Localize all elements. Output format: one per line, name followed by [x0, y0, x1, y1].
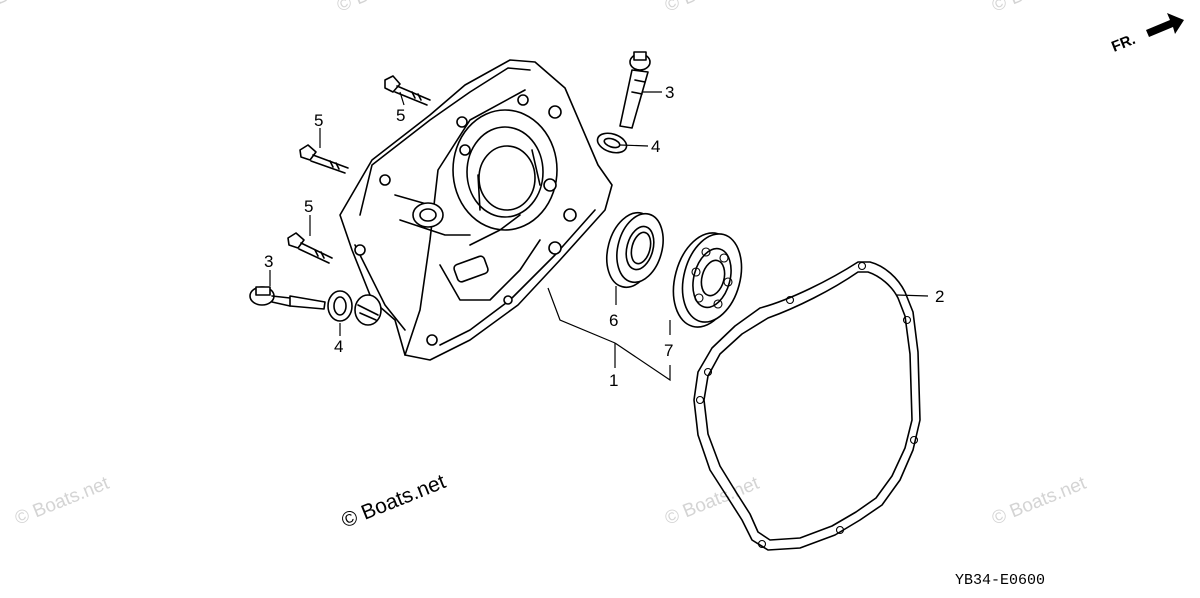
flange-bolt-lower	[287, 232, 333, 264]
watermark: © Boats.net	[662, 473, 763, 530]
callout-3-top: 3	[665, 83, 674, 102]
callout-4-left: 4	[334, 337, 343, 356]
callout-5-middle: 5	[314, 111, 323, 130]
watermark: © Boats.net	[12, 473, 113, 530]
leader-lines	[269, 91, 929, 382]
callout-1: 1	[609, 371, 618, 390]
front-arrow-icon	[1146, 13, 1184, 37]
drain-plug-left	[249, 286, 326, 310]
sealing-washer-top	[596, 132, 628, 154]
front-label: FR.	[1109, 31, 1138, 56]
oil-seal	[606, 211, 664, 289]
watermark: © Boats.net	[0, 0, 75, 17]
flange-bolt-top	[384, 75, 431, 106]
callout-5-lower: 5	[304, 197, 313, 216]
callouts: 1 2 3 3 4 4 5 5 5 6 7	[264, 83, 944, 390]
callout-7: 7	[664, 341, 673, 360]
callout-5-top: 5	[396, 106, 405, 125]
watermark: © Boats.net	[989, 0, 1090, 17]
callout-3-left: 3	[264, 252, 273, 271]
watermark: © Boats.net	[334, 0, 435, 17]
drain-plug-top	[619, 51, 651, 129]
ball-bearing	[672, 232, 743, 328]
diagram-code: YB34-E0600	[955, 572, 1045, 589]
watermark: © Boats.net	[662, 0, 763, 17]
callout-6: 6	[609, 311, 618, 330]
watermark-main: © Boats.net	[338, 470, 449, 533]
callout-2: 2	[935, 287, 944, 306]
front-indicator: FR.	[1109, 13, 1184, 56]
flange-bolt-middle	[299, 144, 349, 174]
callout-4-top: 4	[651, 137, 660, 156]
crankcase-cover	[339, 59, 613, 361]
sealing-washer-left	[327, 290, 353, 322]
watermark: © Boats.net	[989, 473, 1090, 530]
cover-gasket	[693, 261, 921, 551]
